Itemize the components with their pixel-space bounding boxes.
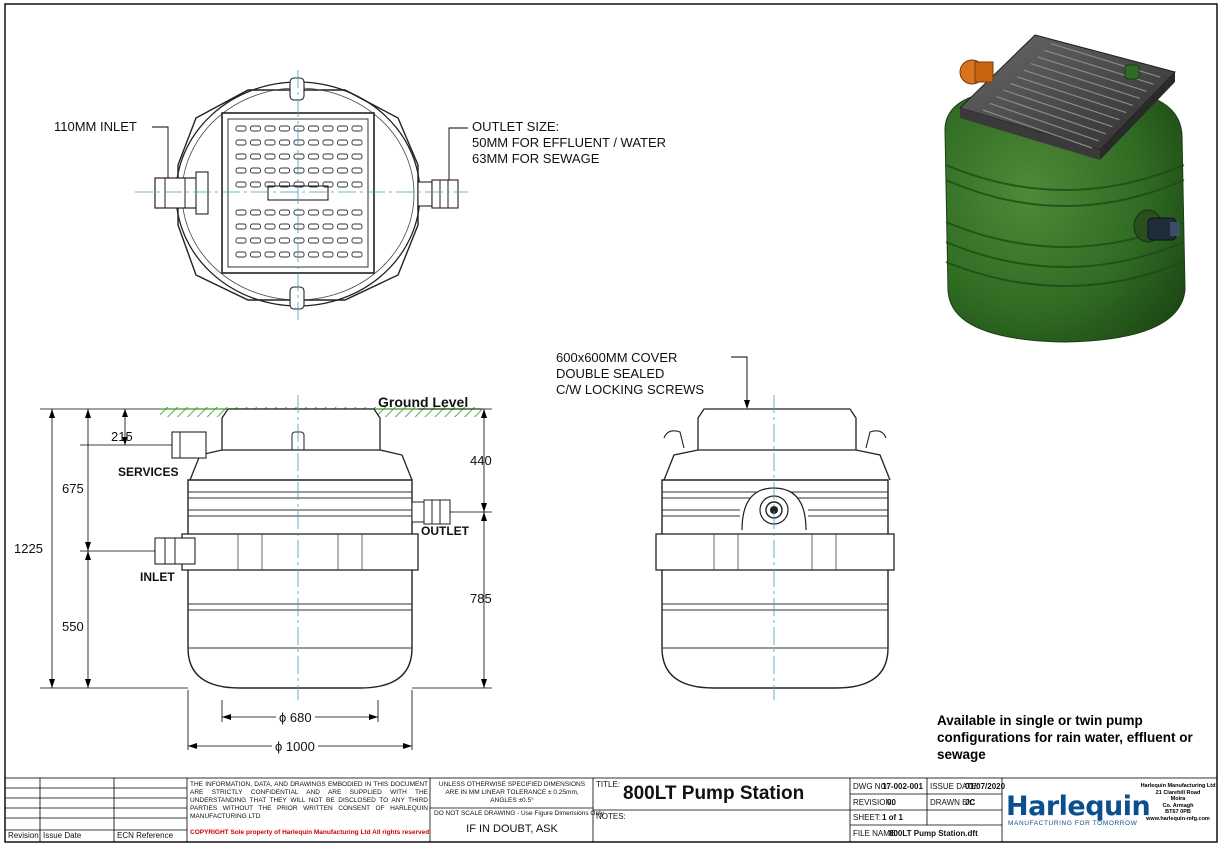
drawn-by-value: JC	[965, 798, 976, 807]
filename-value: 800LT Pump Station.dft	[889, 829, 978, 838]
notes-field-label: NOTES:	[596, 812, 626, 821]
address-line: Moira	[1170, 796, 1186, 802]
address-line: 21 Clarehill Road	[1155, 789, 1201, 796]
tolerance-text: UNLESS OTHERWISE SPECIFIED DIMENSIONS AR…	[438, 781, 586, 804]
cover-label-2: DOUBLE SEALED	[556, 366, 665, 381]
logo-tagline: MANUFACTURING FOR TOMORROW	[1008, 820, 1138, 827]
outlet-size-label-2: 50MM FOR EFFLUENT / WATER	[472, 135, 667, 150]
issue-date-value: 01/07/2020	[965, 782, 1006, 791]
drawn-by-label: DRAWN BY:	[930, 798, 975, 807]
front-view	[655, 356, 895, 700]
iso-render	[944, 34, 1186, 343]
confidential-text: THE INFORMATION, DATA, AND DRAWINGS EMBO…	[190, 781, 428, 820]
outlet-label: OUTLET	[421, 524, 469, 538]
dim-550: 550	[62, 619, 84, 634]
dim-215: 215	[111, 429, 133, 444]
inlet-label: INLET	[140, 570, 175, 584]
ecn-header: ECN Reference	[117, 831, 174, 840]
issue-date-label: ISSUE DATE:	[930, 782, 980, 791]
issue-date-header: Issue Date	[43, 831, 82, 840]
revision-value: 00	[887, 798, 896, 807]
dwg-no-value: 17-002-001	[882, 782, 923, 791]
address-line: Harlequin Manufacturing Ltd	[1140, 783, 1216, 789]
inlet-size-label: 110MM INLET	[54, 119, 137, 134]
availability-note: Available in single or twin pump configu…	[937, 713, 1193, 762]
filename-label: FILE NAME:	[853, 829, 898, 838]
no-scale-text: DO NOT SCALE DRAWING - Use Figure Dimens…	[434, 810, 604, 817]
rev-header: Revision	[8, 831, 39, 840]
cover-label-1: 600x600MM COVER	[556, 350, 678, 365]
address-line: BT67 0PB	[1165, 809, 1191, 815]
services-label: SERVICES	[118, 465, 179, 479]
dim-680: ϕ 680	[276, 710, 315, 725]
dim-1000: ϕ 1000	[272, 739, 318, 754]
cover-label-3: C/W LOCKING SCREWS	[556, 382, 705, 397]
address-line: www.harlequin-mfg.com	[1146, 815, 1210, 822]
outlet-size-label-1: OUTLET SIZE:	[472, 119, 560, 134]
dim-440: 440	[470, 453, 492, 468]
sheet-value: 1 of 1	[882, 813, 903, 822]
title-block	[4, 777, 1218, 843]
address-line: Co. Armagh	[1162, 802, 1194, 809]
copyright-text: COPYRIGHT Sole property of Harlequin Man…	[190, 829, 430, 836]
dim-675: 675	[62, 481, 84, 496]
title-field-label: TITLE:	[596, 780, 621, 789]
drawing-title: 800LT Pump Station	[623, 783, 805, 804]
outlet-size-label-3: 63MM FOR SEWAGE	[472, 151, 600, 166]
ground-level-label: Ground Level	[378, 394, 469, 410]
harlequin-logo: Harlequin	[1006, 791, 1151, 822]
dim-785: 785	[470, 591, 492, 606]
company-address: Harlequin Manufacturing Ltd 21 Clarehill…	[1138, 783, 1218, 822]
if-doubt-text: IF IN DOUBT, ASK	[466, 823, 558, 835]
dim-1225: 1225	[14, 541, 43, 556]
dwg-no-label: DWG NO:	[853, 782, 889, 791]
plan-view	[135, 70, 468, 320]
side-view	[40, 395, 492, 750]
revision-label: REVISION:	[853, 798, 894, 807]
sheet-label: SHEET:	[853, 813, 882, 822]
